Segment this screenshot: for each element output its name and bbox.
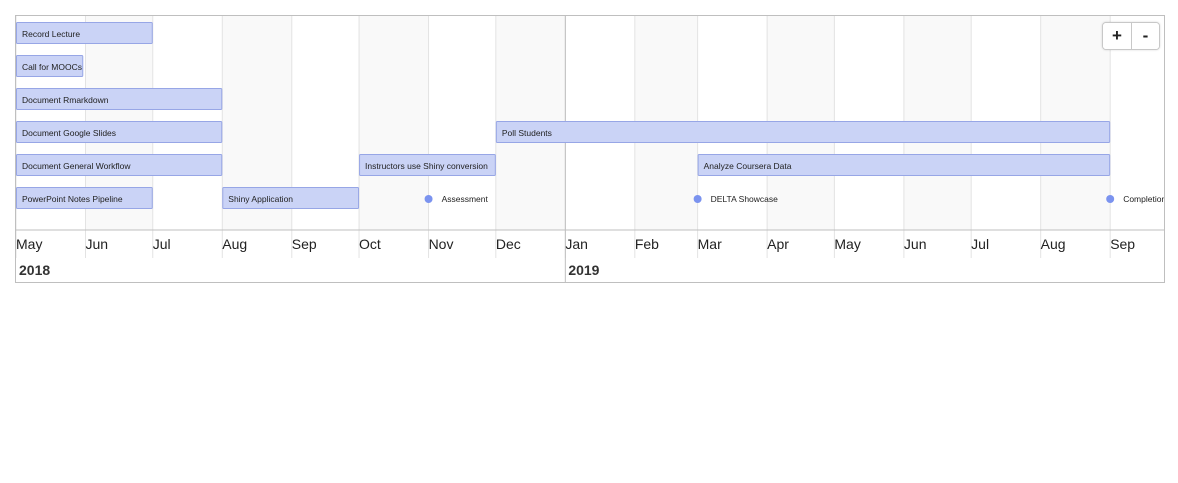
month-tick-label: May <box>834 236 860 252</box>
timeline-bar-label: Document Google Slides <box>22 128 116 138</box>
zoom-in-button[interactable]: + <box>1103 23 1131 49</box>
timeline-point <box>424 195 433 203</box>
year-tick-label: 2018 <box>19 262 50 278</box>
timeline-bar <box>697 154 1111 176</box>
timeline-bar <box>16 187 153 209</box>
timeline-bar-label: Call for MOOCs <box>22 62 82 72</box>
month-tick-label: Nov <box>429 236 454 252</box>
month-tick-label: Aug <box>1041 236 1066 252</box>
timeline-bar <box>495 121 1111 143</box>
timeline-bar-label: Poll Students <box>502 128 552 138</box>
month-tick-label: Sep <box>1110 236 1135 252</box>
month-tick-label: Jun <box>904 236 927 252</box>
timeline-point <box>1106 195 1115 203</box>
year-tick-label: 2019 <box>568 262 599 278</box>
timeline-bar <box>16 121 223 143</box>
timeline-bar-label: Instructors use Shiny conversion <box>365 161 488 171</box>
timeline-point-label: Completion <box>1123 194 1164 204</box>
month-tick-label: Sep <box>292 236 317 252</box>
month-tick-label: Jul <box>153 236 171 252</box>
timeline-bar <box>16 55 84 77</box>
timeline-bar-label: Document Rmarkdown <box>22 95 109 105</box>
zoom-out-button[interactable]: - <box>1131 23 1159 49</box>
month-tick-label: May <box>16 236 42 252</box>
timeline-bar-label: Analyze Coursera Data <box>704 161 792 171</box>
timeline-point-label: DELTA Showcase <box>711 194 779 204</box>
timeline-canvas: May Jun Jul Aug Sep Oct Nov Dec Jan Feb Mar Apr May J… <box>16 16 1164 282</box>
month-tick-label: Dec <box>496 236 521 252</box>
timeline-point <box>693 195 702 203</box>
timeline-bar <box>16 22 153 44</box>
timeline-point-label: Assessment <box>442 194 489 204</box>
timeline-bar <box>16 88 223 110</box>
timeline-chart[interactable]: May Jun Jul Aug Sep Oct Nov Dec Jan Feb Mar Apr May J… <box>15 15 1165 283</box>
month-tick-label: Jul <box>971 236 989 252</box>
timeline-bar-label: PowerPoint Notes Pipeline <box>22 194 123 204</box>
timeline-bar-label: Record Lecture <box>22 29 80 39</box>
timeline-bar-label: Document General Workflow <box>22 161 131 171</box>
month-band <box>359 16 429 230</box>
timeline-bar <box>16 154 223 176</box>
zoom-controls: + - <box>1102 22 1160 50</box>
month-tick-label: Apr <box>767 236 789 252</box>
timeline-bar-label: Shiny Application <box>228 194 293 204</box>
month-tick-label: Aug <box>222 236 247 252</box>
month-tick-label: Feb <box>635 236 659 252</box>
timeline-bar <box>222 187 360 209</box>
month-tick-label: Jan <box>565 236 588 252</box>
month-tick-label: Mar <box>698 236 722 252</box>
month-tick-label: Oct <box>359 236 381 252</box>
timeline-bar <box>359 154 496 176</box>
month-tick-label: Jun <box>86 236 109 252</box>
